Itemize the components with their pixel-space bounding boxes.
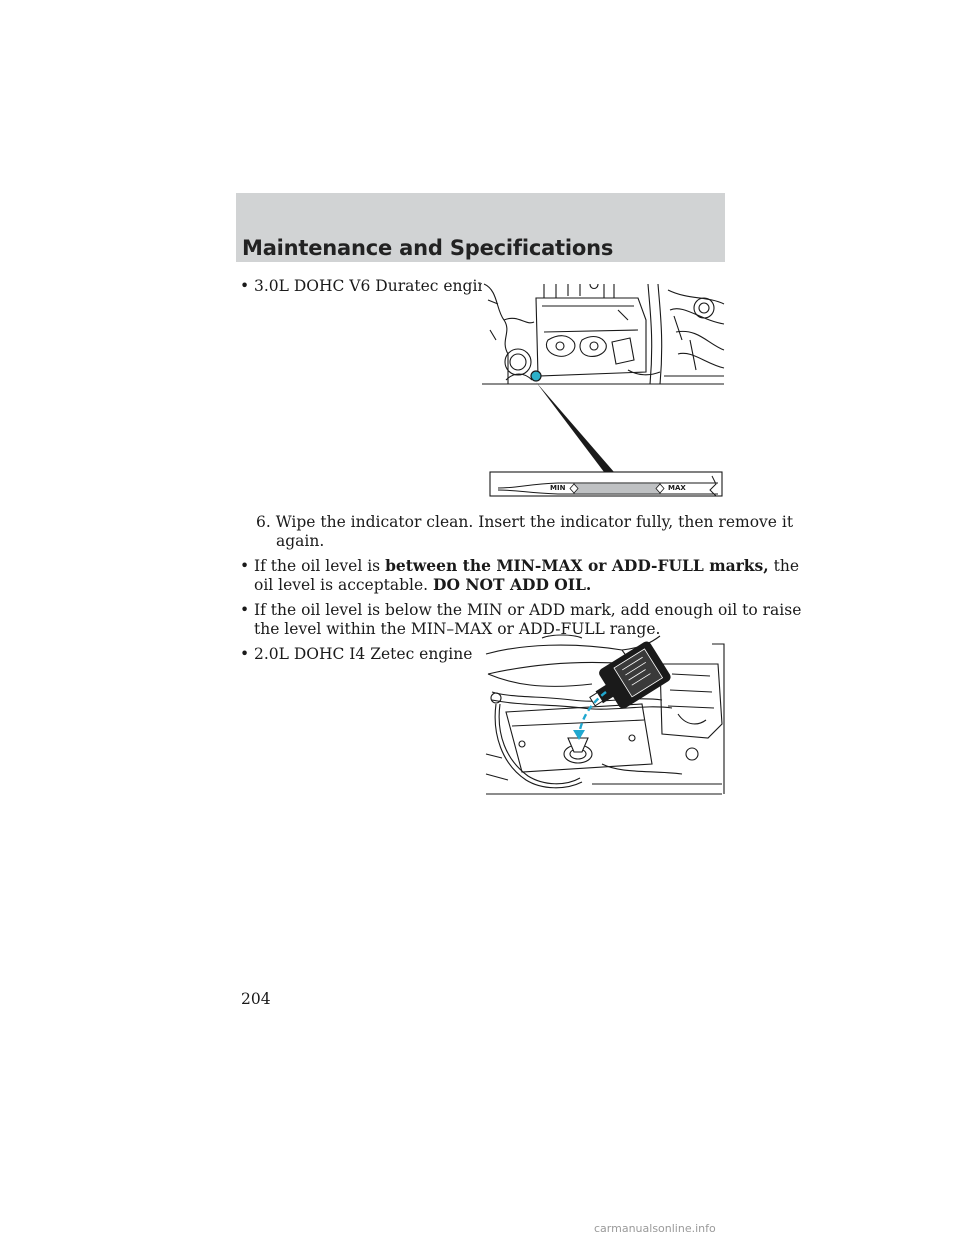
dipstick-min-label: MIN bbox=[550, 484, 566, 492]
bullet-oil-below-line1: If the oil level is below the MIN or ADD… bbox=[254, 601, 802, 619]
bullet-oil-below-line2: the level within the MIN–MAX or ADD-FULL… bbox=[254, 620, 661, 638]
bullet-engine-v6: 3.0L DOHC V6 Duratec engine bbox=[254, 277, 497, 295]
oil-between-prefix: If the oil level is bbox=[254, 557, 386, 575]
dipstick-max-label: MAX bbox=[668, 484, 686, 492]
oil-between-suffix: the bbox=[768, 557, 799, 575]
i4-engine-add-oil-illustration bbox=[485, 634, 725, 795]
bullet-icon: • bbox=[240, 601, 250, 619]
section-title: Maintenance and Specifications bbox=[242, 236, 614, 260]
step-6-line2: again. bbox=[276, 532, 325, 550]
bullet-icon: • bbox=[240, 557, 250, 575]
oil-between-bold: between the MIN-MAX or ADD-FULL marks, bbox=[385, 556, 769, 575]
page-number: 204 bbox=[241, 990, 271, 1008]
bullet-oil-between-line1: If the oil level is between the MIN-MAX … bbox=[254, 556, 799, 576]
watermark: carmanualsonline.info bbox=[594, 1222, 716, 1235]
bullet-icon: • bbox=[240, 277, 250, 295]
bullet-icon: • bbox=[240, 645, 250, 663]
bullet-engine-i4: 2.0L DOHC I4 Zetec engine bbox=[254, 645, 473, 663]
do-not-add-oil-warning: DO NOT ADD OIL. bbox=[433, 575, 592, 594]
section-header-band bbox=[236, 193, 725, 262]
bullet-oil-between-line2: oil level is acceptable. DO NOT ADD OIL. bbox=[254, 575, 591, 595]
step-6-line1: 6. Wipe the indicator clean. Insert the … bbox=[256, 513, 794, 531]
oil-acceptable-text: oil level is acceptable. bbox=[254, 576, 434, 594]
v6-engine-illustration: MIN MAX bbox=[482, 282, 725, 497]
